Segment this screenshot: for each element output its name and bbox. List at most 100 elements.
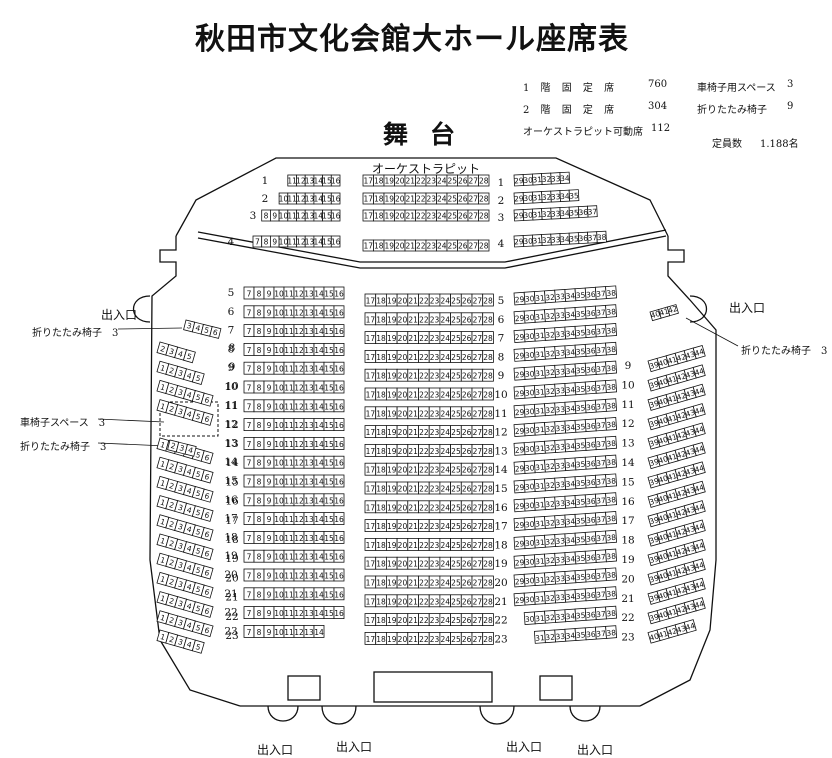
seat: 8 (253, 606, 265, 619)
seat: 32 (544, 327, 556, 341)
seat: 26 (457, 209, 469, 222)
seat: 19 (383, 239, 395, 252)
row-number-label: 8 (228, 343, 235, 355)
svg-text:9: 9 (267, 421, 272, 430)
seat: 23 (428, 632, 441, 645)
svg-text:17: 17 (363, 195, 373, 204)
row-number-label: 22 (225, 611, 238, 623)
seat: 22 (418, 331, 430, 345)
svg-text:11: 11 (284, 553, 294, 562)
svg-text:17: 17 (366, 353, 376, 362)
svg-text:8: 8 (257, 346, 262, 355)
svg-text:29: 29 (515, 483, 525, 493)
seat: 19 (385, 519, 398, 532)
seat: 25 (450, 293, 462, 307)
seat: 7 (243, 568, 255, 582)
svg-text:18: 18 (376, 503, 386, 512)
seat: 18 (375, 519, 387, 532)
svg-text:12: 12 (294, 534, 304, 543)
seat: 28 (478, 239, 490, 252)
seat: 31 (533, 497, 546, 511)
seat: 22 (418, 443, 430, 457)
svg-text:9: 9 (267, 534, 272, 543)
legend-capacity-value: 1.188名 (760, 139, 799, 150)
svg-text:26: 26 (462, 428, 472, 437)
svg-text:22: 22 (419, 635, 429, 644)
svg-text:15: 15 (324, 440, 334, 449)
svg-text:35: 35 (576, 403, 586, 413)
svg-text:8: 8 (257, 384, 262, 393)
svg-text:30: 30 (525, 538, 535, 548)
svg-text:36: 36 (586, 421, 596, 431)
row-number-label: 17 (225, 515, 238, 527)
svg-text:33: 33 (555, 442, 565, 452)
svg-text:36: 36 (578, 234, 588, 243)
seat: 28 (482, 613, 494, 626)
svg-text:9: 9 (267, 402, 272, 411)
seat: 18 (375, 331, 387, 345)
svg-text:36: 36 (586, 384, 596, 394)
seat: 7 (243, 286, 255, 300)
svg-text:15: 15 (324, 496, 334, 505)
seat: 27 (471, 556, 484, 570)
svg-text:25: 25 (451, 428, 461, 437)
svg-text:32: 32 (545, 499, 555, 509)
row-number-label: 1 (262, 175, 269, 187)
svg-text:36: 36 (578, 208, 588, 217)
svg-text:32: 32 (545, 330, 555, 340)
seat: 7 (243, 418, 255, 432)
svg-text:29: 29 (515, 351, 525, 361)
svg-text:35: 35 (576, 291, 586, 301)
svg-text:31: 31 (535, 538, 545, 548)
svg-text:13: 13 (304, 421, 314, 430)
seat: 18 (375, 387, 387, 401)
seat: 21 (407, 519, 419, 532)
svg-text:12: 12 (294, 365, 304, 374)
seat: 20 (396, 632, 409, 645)
seat: 15 (323, 418, 335, 432)
seat: 25 (450, 331, 462, 345)
seat: 38 (605, 323, 618, 337)
seat: 19 (385, 481, 398, 495)
seat: 11 (283, 324, 295, 338)
seat: 10 (273, 361, 285, 375)
row-number-label: 14 (621, 457, 635, 469)
seat: 35 (574, 400, 587, 414)
svg-text:17: 17 (366, 485, 376, 494)
seat: 42 (674, 466, 688, 481)
seat: 20 (394, 192, 406, 205)
svg-text:29: 29 (514, 176, 524, 185)
seat: 31 (533, 384, 546, 398)
seat: 31 (533, 365, 546, 380)
svg-text:33: 33 (555, 461, 565, 471)
svg-text:29: 29 (514, 211, 524, 220)
seat: 9 (263, 380, 275, 394)
svg-text:10: 10 (274, 290, 284, 299)
row-number-label: 17 (621, 515, 634, 527)
seat: 14 (313, 587, 325, 601)
seat: 15 (323, 474, 335, 488)
seat: 32 (544, 477, 556, 492)
seat: 21 (407, 443, 419, 457)
svg-text:12: 12 (294, 572, 304, 581)
seat: 16 (333, 531, 345, 544)
seat: 25 (450, 632, 462, 645)
seat: 21 (407, 613, 419, 626)
svg-text:34: 34 (565, 329, 575, 339)
seat: 10 (273, 418, 285, 432)
row-number-label: 13 (494, 445, 507, 457)
seat: 38 (605, 567, 618, 581)
svg-text:27: 27 (473, 391, 483, 400)
row-number-label: 11 (621, 399, 634, 411)
svg-text:27: 27 (473, 334, 483, 343)
seat: 27 (471, 594, 484, 608)
svg-text:33: 33 (555, 518, 565, 528)
